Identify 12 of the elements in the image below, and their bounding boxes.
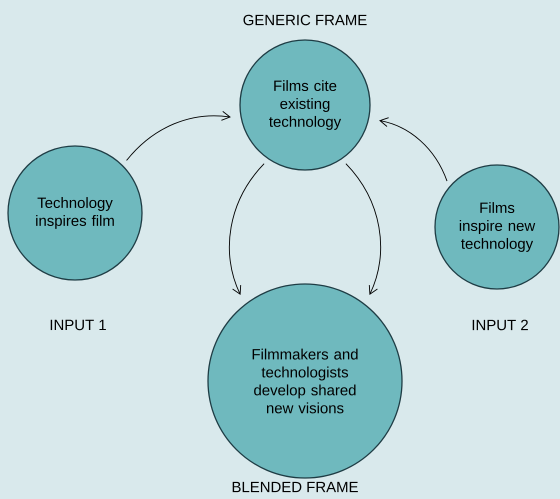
- circle-node: Films inspire new technology: [434, 164, 560, 290]
- frame-label: GENERIC FRAME: [243, 14, 367, 26]
- circle-node: Filmmakers and technologists develop shared new visions: [207, 283, 403, 479]
- circle-node: Technology inspires film: [7, 145, 143, 281]
- arrow: [379, 117, 448, 182]
- arrow: [345, 163, 382, 296]
- frame-label: INPUT 2: [472, 320, 528, 330]
- frame-label: INPUT 1: [50, 320, 106, 330]
- circle-node: Films cite existing technology: [239, 39, 371, 171]
- arrow: [126, 110, 231, 161]
- frame-label: BLENDED FRAME: [232, 482, 358, 492]
- arrow: [228, 163, 265, 296]
